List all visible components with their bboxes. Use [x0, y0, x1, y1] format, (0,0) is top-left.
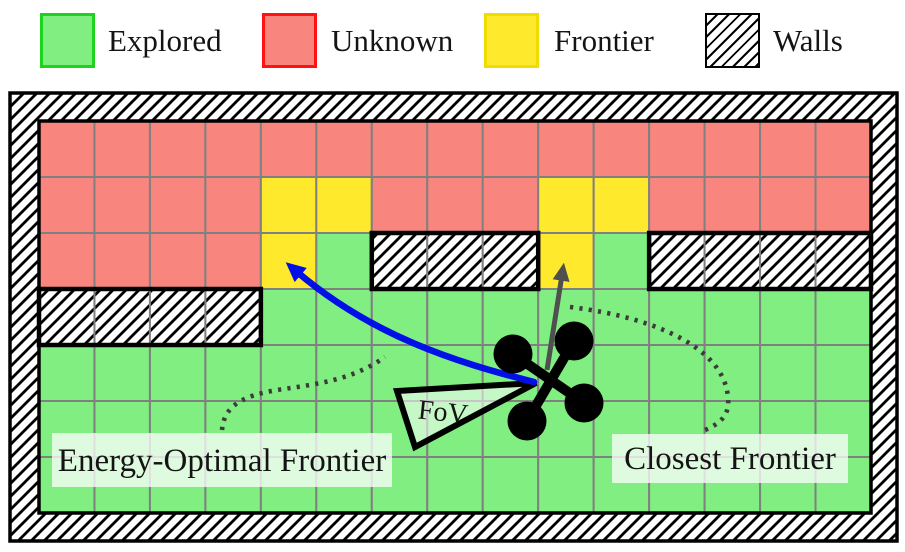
grid-cell-unknown [481, 120, 540, 178]
grid-cell-unknown [703, 176, 762, 234]
energy-optimal-label: Energy-Optimal Frontier [52, 433, 392, 487]
grid-cell-explored [315, 344, 373, 402]
drone-icon [493, 321, 604, 441]
grid-cell-unknown [93, 176, 151, 234]
grid-cell-unknown [259, 120, 318, 178]
grid-cell-walls [426, 232, 484, 290]
grid-cell-frontier [259, 176, 318, 234]
grid-cell-unknown [38, 120, 96, 178]
grid-cell-walls [93, 288, 151, 346]
legend-label-walls: Walls [773, 22, 843, 58]
grid-cell-walls [370, 232, 429, 290]
grid-cell-frontier [537, 176, 595, 234]
grid-cell-explored [648, 288, 706, 346]
grid-cell-frontier [315, 176, 373, 234]
grid-cell-explored [537, 456, 595, 514]
grid-cell-explored [814, 288, 873, 346]
grid-cell-explored [592, 344, 651, 402]
grid-cell-explored [759, 288, 817, 346]
walls-swatch [705, 13, 760, 68]
legend-label-explored: Explored [108, 22, 222, 58]
wall-block-border [369, 230, 541, 292]
grid-cell-explored [481, 456, 540, 514]
grid-cell-unknown [537, 120, 595, 178]
energy-optimal-arrow [285, 262, 538, 386]
grid-cell-unknown [426, 120, 484, 178]
grid-cell-unknown [370, 176, 429, 234]
grid-cell-unknown [648, 120, 706, 178]
energy-optimal-label-bg [52, 433, 392, 487]
grid-cell-unknown [759, 176, 817, 234]
grid-cell-explored [259, 288, 318, 346]
fov-cone [392, 380, 538, 452]
drone-rotor [493, 334, 533, 374]
grid-cell-unknown [703, 120, 762, 178]
fov-label: FoV [417, 394, 470, 430]
grid-cells [38, 120, 873, 514]
grid-cell-unknown [93, 232, 151, 290]
unknown-swatch [262, 13, 317, 68]
grid-cell-walls [648, 232, 706, 290]
grid-cell-frontier [592, 176, 651, 234]
grid-cell-explored [204, 344, 262, 402]
legend-label-frontier: Frontier [554, 22, 654, 58]
grid-cell-explored [426, 456, 484, 514]
grid-cell-unknown [370, 120, 429, 178]
grid-cell-frontier [537, 232, 595, 290]
grid-cell-explored [93, 344, 151, 402]
grid-cell-unknown [204, 232, 262, 290]
grid-cell-unknown [148, 232, 207, 290]
drone-rotor [507, 401, 547, 441]
grid-cell-explored [38, 344, 96, 402]
closest-frontier-label-bg [612, 434, 848, 483]
grid-cell-explored [759, 344, 817, 402]
grid-cell-walls [814, 232, 873, 290]
grid-cell-unknown [759, 120, 817, 178]
grid-cell-unknown [204, 120, 262, 178]
grid-cell-unknown [481, 176, 540, 234]
grid-cell-explored [648, 344, 706, 402]
grid-cell-walls [481, 232, 540, 290]
inner-wall-border [37, 119, 873, 515]
grid-cell-explored [592, 232, 651, 290]
explored-swatch [40, 13, 95, 68]
grid-cell-explored [148, 344, 207, 402]
grid-cell-unknown [148, 120, 207, 178]
grid-cell-unknown [315, 120, 373, 178]
frontier-swatch [484, 13, 539, 68]
grid-cell-unknown [814, 120, 873, 178]
legend-label-unknown: Unknown [331, 22, 454, 58]
outer-wall-border [8, 91, 899, 543]
grid-cell-unknown [648, 176, 706, 234]
grid-cell-unknown [426, 176, 484, 234]
drone-rotor [554, 321, 594, 361]
closest-frontier-leader-dotted [569, 304, 731, 433]
grid-cell-explored [703, 344, 762, 402]
energy-optimal-label-text: Energy-Optimal Frontier [58, 443, 386, 479]
grid-cell-walls [148, 288, 207, 346]
closest-frontier-label: Closest Frontier [612, 434, 848, 483]
grid-cell-unknown [38, 176, 96, 234]
grid-cell-unknown [93, 120, 151, 178]
grid-cell-explored [814, 344, 873, 402]
grid-cell-walls [204, 288, 262, 346]
grid-cell-unknown [592, 120, 651, 178]
grid-cell-unknown [204, 176, 262, 234]
grid-cell-walls [759, 232, 817, 290]
grid-cell-explored [592, 288, 651, 346]
grid-cell-unknown [814, 176, 873, 234]
closest-frontier-arrow [544, 262, 570, 371]
grid-cell-unknown [148, 176, 207, 234]
grid-cell-walls [38, 288, 96, 346]
grid-cell-explored [703, 288, 762, 346]
legend: Explored Unknown Frontier Walls [0, 0, 905, 85]
energy-frontier-leader-dotted [219, 355, 387, 431]
drone-rotor [564, 383, 604, 423]
grid-cell-explored [426, 288, 484, 346]
grid-cell-unknown [38, 232, 96, 290]
grid-cell-explored [315, 232, 373, 290]
closest-frontier-label-text: Closest Frontier [624, 441, 836, 477]
grid-cell-walls [703, 232, 762, 290]
